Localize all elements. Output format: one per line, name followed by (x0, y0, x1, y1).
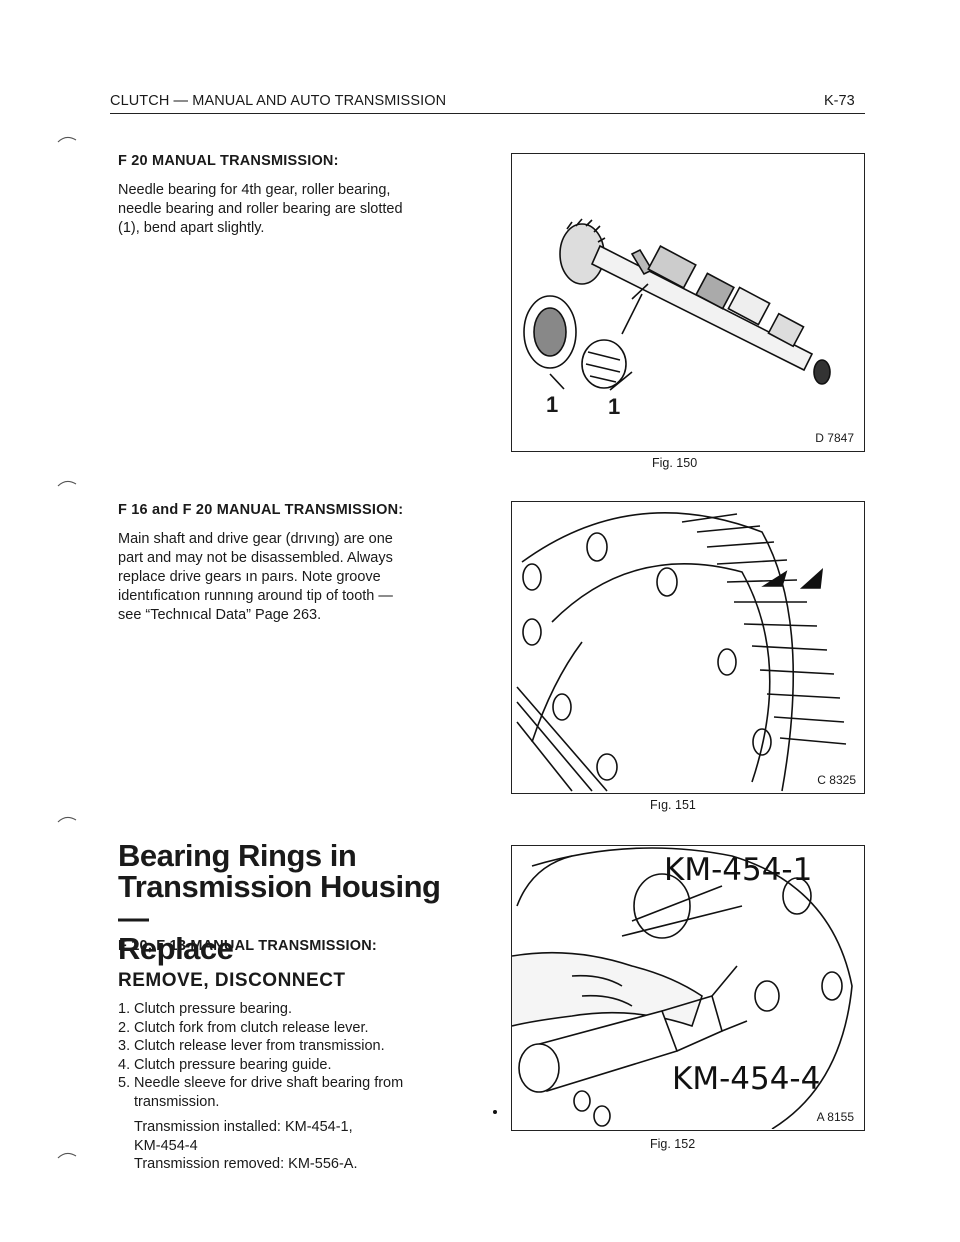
header-rule (110, 113, 865, 114)
figure-caption: Fig. 152 (650, 1137, 696, 1151)
text-line: needle bearing and roller bearing are sl… (118, 201, 403, 217)
housing-tool-illustration (512, 847, 853, 1129)
heading-line: Bearing Rings in (118, 838, 357, 873)
section2-text: Main shaft and drive gear (drıvıng) are … (118, 530, 463, 625)
margin-mark (57, 136, 77, 143)
section1-text: Needle bearing for 4th gear, roller bear… (118, 181, 463, 238)
page-number: K-73 (824, 93, 855, 109)
callout-1-left: 1 (546, 392, 559, 417)
step-text: Clutch fork from clutch release lever. (134, 1019, 369, 1036)
figure-150: 1 1 D 7847 (511, 153, 865, 452)
figure-code: A 8155 (816, 1110, 854, 1124)
ring-gear-illustration (516, 512, 847, 792)
text-line: Needle bearing for 4th gear, roller bear… (118, 182, 391, 198)
remove-disconnect-heading: REMOVE, DISCONNECT (118, 970, 346, 991)
heading-line: Replace (118, 931, 234, 966)
figure-caption: Fig. 150 (652, 456, 698, 470)
note-line: KM-454-4 (134, 1137, 198, 1154)
step-item: 1.Clutch pressure bearing. (118, 1000, 448, 1019)
shaft-illustration (523, 218, 831, 391)
figure-152: KM-454-1 KM-454-4 A 8155 (511, 845, 865, 1131)
note-line: Transmission removed: KM-556-A. (134, 1156, 358, 1172)
tool-note: Transmission installed: KM-454-1, KM-454… (134, 1118, 454, 1174)
step-text: Clutch pressure bearing guide. (134, 1056, 332, 1073)
step-text: Needle sleeve for drive shaft bearing fr… (134, 1075, 404, 1110)
section-title-f20: F 20 MANUAL TRANSMISSION: (118, 153, 339, 169)
section-heading: Bearing Rings in Transmission Housing — … (118, 840, 458, 964)
figure-caption: Fıg. 151 (650, 798, 696, 812)
text-line: part and may not be disassembled. Always (118, 550, 393, 566)
step-number: 4. (118, 1056, 131, 1073)
section-title-f16-f20: F 16 and F 20 MANUAL TRANSMISSION: (118, 502, 404, 518)
step-item: 2.Clutch fork from clutch release lever. (118, 1019, 448, 1038)
step-number: 5. (118, 1075, 131, 1091)
text-line: (1), bend apart slightly. (118, 220, 265, 236)
margin-mark (57, 1152, 77, 1159)
text-line: replace drive gears ın paırs. Note groov… (118, 569, 381, 585)
step-number: 2. (118, 1019, 131, 1036)
text-line: identıficatıon runnıng around tip of too… (118, 588, 393, 604)
tool-label-km454-4: KM-454-4 (672, 1061, 821, 1097)
figure-151: C 8325 (511, 501, 865, 794)
text-line: Main shaft and drive gear (drıvıng) are … (118, 531, 393, 547)
stray-dot (493, 1110, 497, 1114)
section-title-f10-f13: F 10, F 13 MANUAL TRANSMISSION: (118, 938, 377, 954)
figure-code: C 8325 (817, 773, 856, 787)
step-item: 4.Clutch pressure bearing guide. (118, 1056, 448, 1075)
text-line: see “Technıcal Data” Page 263. (118, 607, 322, 623)
note-line: Transmission installed: KM-454-1, (134, 1119, 353, 1135)
step-item: 5.Needle sleeve for drive shaft bearing … (118, 1074, 448, 1111)
running-header-title: CLUTCH — MANUAL AND AUTO TRANSMISSION (110, 93, 447, 109)
step-item: 3.Clutch release lever from transmission… (118, 1037, 448, 1056)
margin-mark (57, 816, 77, 823)
step-text: Clutch pressure bearing. (134, 1001, 292, 1017)
callout-1-right: 1 (608, 394, 621, 419)
heading-line: Transmission Housing — (118, 869, 441, 935)
step-text: Clutch release lever from transmission. (134, 1038, 385, 1054)
step-number: 1. (118, 1001, 131, 1017)
margin-mark (57, 480, 77, 487)
figure-code: D 7847 (815, 431, 854, 445)
step-number: 3. (118, 1038, 131, 1054)
tool-label-km454-1: KM-454-1 (664, 852, 813, 888)
steps-list: 1.Clutch pressure bearing. 2.Clutch fork… (118, 1000, 448, 1111)
